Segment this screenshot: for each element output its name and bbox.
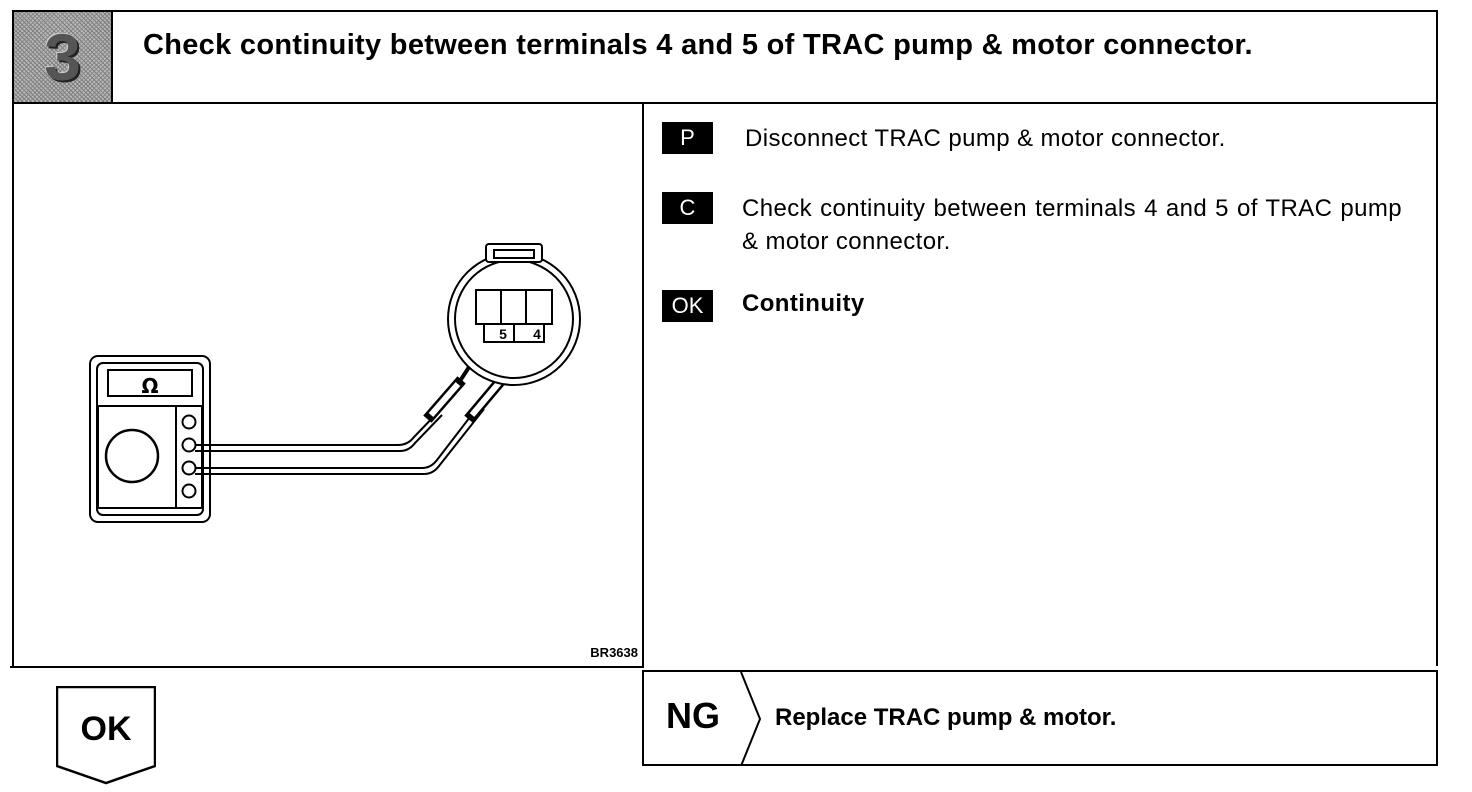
step-number: 3 bbox=[44, 20, 81, 94]
ok-criteria-text: Continuity bbox=[742, 290, 865, 317]
ng-label: NG bbox=[666, 695, 720, 736]
ng-action-text: Replace TRAC pump & motor. bbox=[775, 704, 1117, 731]
terminal-5-label: 5 bbox=[499, 326, 507, 342]
instruction-prep-text: Disconnect TRAC pump & motor connector. bbox=[745, 125, 1226, 152]
procedure-body bbox=[12, 104, 1438, 666]
tag-ok: OK bbox=[662, 290, 713, 322]
divider bbox=[642, 670, 1438, 672]
tag-c: C bbox=[662, 192, 713, 224]
tag-p: P bbox=[662, 122, 713, 154]
step-number-badge: 3 bbox=[14, 12, 113, 102]
step-title: Check continuity between terminals 4 and… bbox=[143, 29, 1253, 61]
ohm-symbol: Ω bbox=[141, 374, 158, 398]
figure-code: BR3638 bbox=[590, 645, 638, 660]
ng-result-box bbox=[642, 672, 1438, 766]
connector bbox=[447, 243, 581, 386]
ng-chevron-icon bbox=[740, 672, 762, 766]
ohmmeter-connector-diagram: Ω 5 bbox=[89, 243, 581, 523]
ok-result-label: OK bbox=[80, 710, 132, 748]
wiring-illustration: Ω 5 bbox=[10, 104, 644, 668]
instruction-check-text: Check continuity between terminals 4 and… bbox=[742, 195, 1402, 255]
ok-arrow-icon bbox=[56, 686, 156, 785]
step-header: 3 Check continuity between terminals 4 a… bbox=[12, 10, 1438, 104]
test-leads bbox=[195, 403, 485, 475]
terminal-4-label: 4 bbox=[533, 326, 541, 342]
ohmmeter bbox=[89, 355, 211, 523]
